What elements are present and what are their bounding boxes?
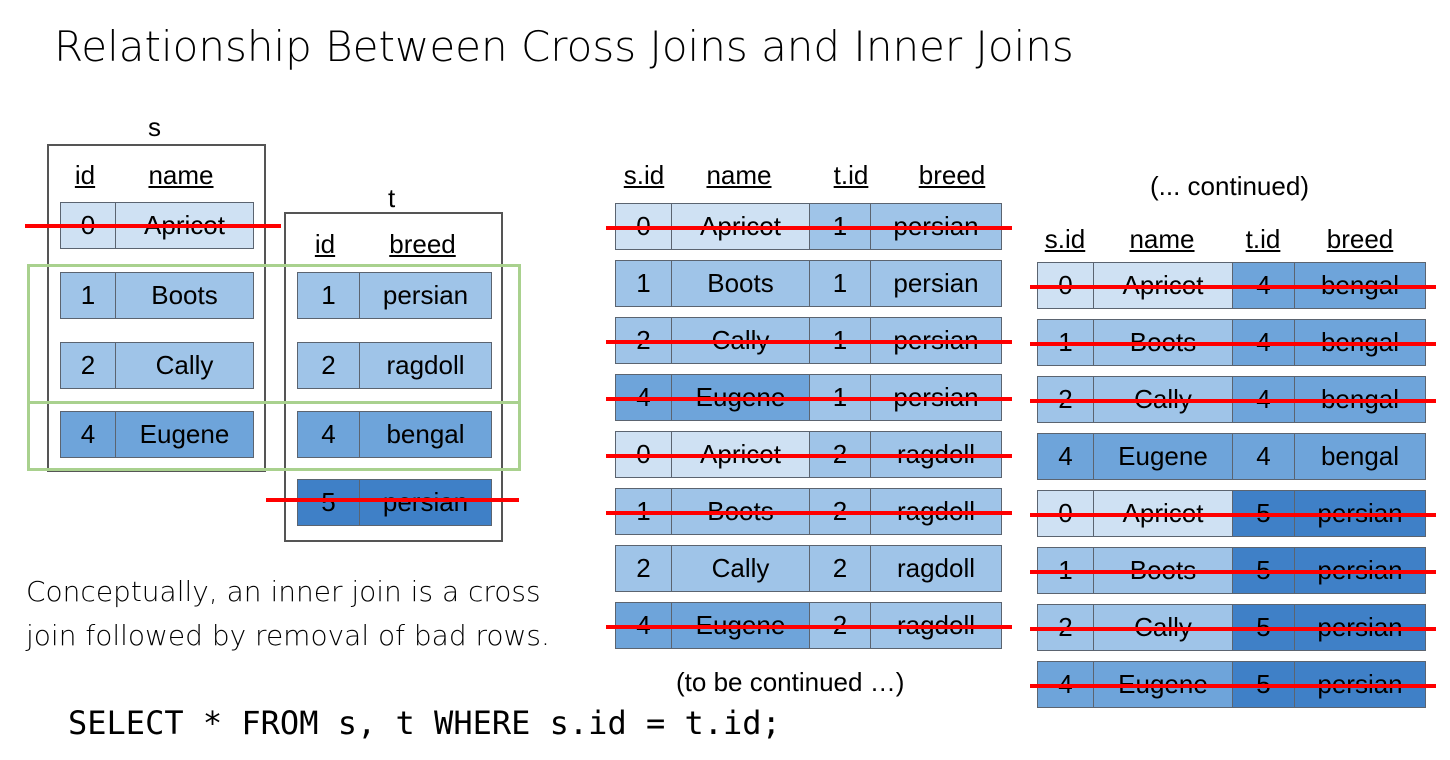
removal-strike: [1030, 570, 1436, 574]
cross-tid-cell: 1: [809, 260, 871, 307]
table-t-id-cell: 5: [297, 479, 360, 526]
cross-breed-cell: bengal: [1294, 433, 1426, 480]
removal-strike: [1030, 342, 1436, 346]
cross1-header-tid: t.id: [833, 160, 869, 190]
cross-sid-cell: 4: [1037, 433, 1094, 480]
cross-name-cell: Boots: [671, 260, 810, 307]
table-t-breed-cell: bengal: [359, 411, 492, 458]
cross2-header-sid: s.id: [1044, 224, 1086, 254]
table-s-label: s: [148, 112, 161, 142]
removal-strike: [606, 454, 1012, 458]
table-s-header-id: id: [74, 160, 96, 190]
table-s-header-name: name: [148, 160, 214, 190]
cross-breed-cell: persian: [870, 260, 1002, 307]
table-s-id-cell: 2: [60, 342, 116, 389]
cross1-header-sid: s.id: [623, 160, 665, 190]
table-s-id-cell: 4: [60, 411, 116, 458]
cross2-header-name: name: [1129, 224, 1195, 254]
caption: Conceptually, an inner join is a cross j…: [26, 570, 550, 658]
table-t-breed-cell: ragdoll: [359, 342, 492, 389]
removal-strike: [1030, 627, 1436, 631]
removal-strike: [606, 340, 1012, 344]
cross-tid-cell: 4: [1232, 433, 1295, 480]
removal-strike: [606, 397, 1012, 401]
cross-breed-cell: ragdoll: [870, 545, 1002, 592]
table-t-id-cell: 1: [297, 272, 360, 319]
table-s-name-cell: Boots: [115, 272, 254, 319]
cross-sid-cell: 1: [615, 260, 672, 307]
table-t-header-breed: breed: [389, 229, 456, 259]
cross-name-cell: Cally: [671, 545, 810, 592]
cross2-header-breed: breed: [1326, 224, 1394, 254]
cross1-header-breed: breed: [918, 160, 986, 190]
cross2-header-tid: t.id: [1245, 224, 1281, 254]
removal-strike: [1030, 285, 1436, 289]
table-t-header-id: id: [314, 229, 336, 259]
table-t-frame: [284, 212, 503, 542]
table-s-name-cell: Cally: [115, 342, 254, 389]
removal-strike: [606, 625, 1012, 629]
table-s-frame: [47, 144, 266, 472]
table-t-breed-cell: persian: [359, 272, 492, 319]
removal-strike: [1030, 399, 1436, 403]
table-t-id-cell: 4: [297, 411, 360, 458]
removal-strike: [606, 226, 1012, 230]
table-t-breed-cell: persian: [359, 479, 492, 526]
caption-line-2: join followed by removal of bad rows.: [26, 619, 550, 652]
match-box-1-2: [27, 264, 521, 404]
removal-strike: [266, 498, 519, 502]
sql-query: SELECT * FROM s, t WHERE s.id = t.id;: [68, 704, 781, 742]
cross-tid-cell: 2: [809, 545, 871, 592]
table-t-label: t: [388, 183, 396, 213]
table-s-name-cell: Eugene: [115, 411, 254, 458]
page-title: Relationship Between Cross Joins and Inn…: [54, 22, 1074, 71]
caption-line-1: Conceptually, an inner join is a cross: [26, 575, 541, 608]
match-box-4: [27, 401, 521, 471]
cross-sid-cell: 2: [615, 545, 672, 592]
table-t-id-cell: 2: [297, 342, 360, 389]
table-s-id-cell: 1: [60, 272, 116, 319]
continued-label: (... continued): [1150, 171, 1309, 201]
removal-strike: [606, 511, 1012, 515]
removal-strike: [1030, 684, 1436, 688]
removal-strike: [1030, 513, 1436, 517]
cross1-header-name: name: [706, 160, 772, 190]
removal-strike: [25, 224, 281, 228]
to-be-continued-note: (to be continued …): [676, 667, 905, 697]
cross-name-cell: Eugene: [1093, 433, 1233, 480]
